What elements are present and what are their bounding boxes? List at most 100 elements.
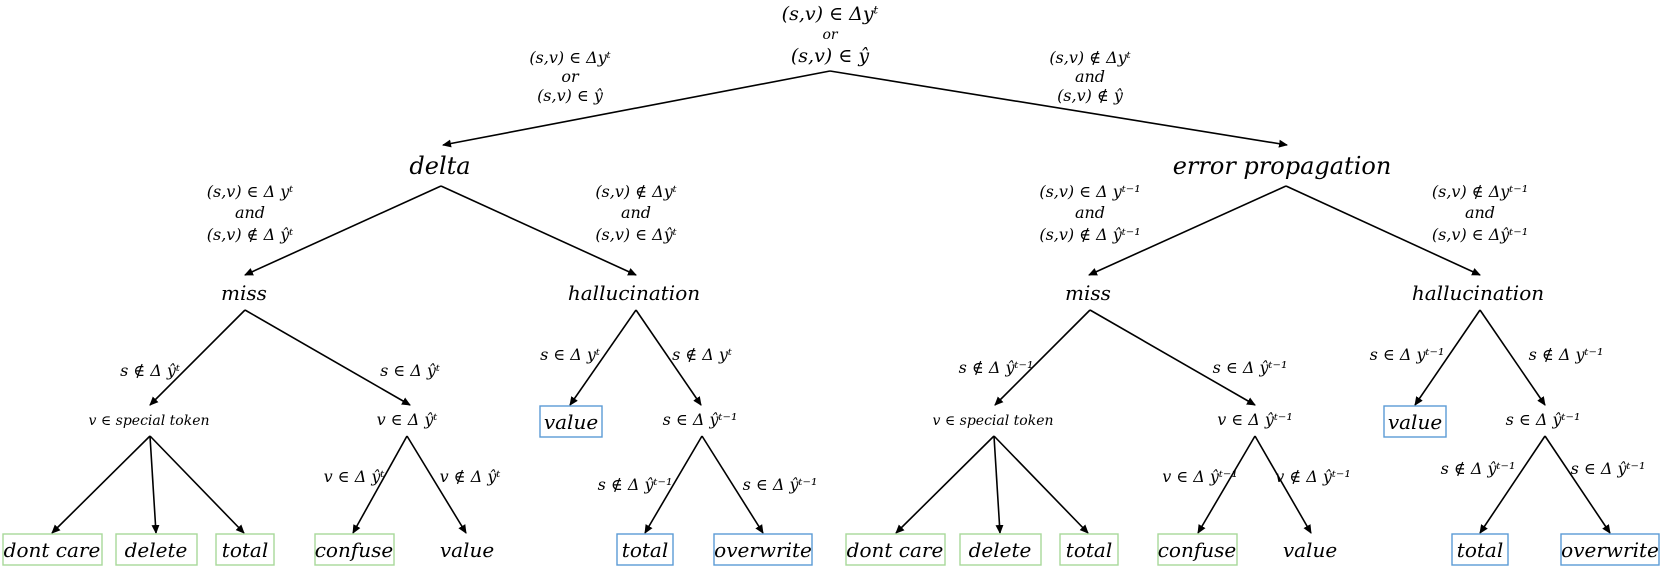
delta-leaf-total: total	[222, 538, 268, 562]
edge-delta-miss-cond	[244, 309, 411, 406]
root-edge-right-label: (s,v) ∉ Δyᵗ and (s,v) ∉ ŷ	[1049, 48, 1130, 105]
error-edge-right-label: (s,v) ∉ Δyᵗ⁻¹ and (s,v) ∈ Δŷᵗ⁻¹	[1432, 182, 1528, 244]
svg-text:and: and	[1075, 67, 1105, 86]
edge-error-cond-confuse	[1197, 435, 1256, 534]
error-leaf-value: value	[1283, 538, 1337, 562]
error-leaf-confuse-box	[1157, 533, 1238, 566]
error-hall-edge-right-label: s ∉ Δ yᵗ⁻¹	[1529, 345, 1604, 364]
edge-delta-hall-cond	[635, 309, 702, 406]
delta-hall-cond-edge-right-label: s ∈ Δ ŷᵗ⁻¹	[743, 475, 818, 494]
edge-error-special-total	[993, 435, 1089, 534]
edge-error-hall-value	[1414, 309, 1481, 406]
svg-text:(s,v) ∉ Δ ŷᵗ: (s,v) ∉ Δ ŷᵗ	[207, 225, 294, 244]
edge-delta-hall-overwrite	[701, 435, 764, 534]
error-miss-cond-node: v ∈ Δ ŷᵗ⁻¹	[1217, 410, 1293, 429]
delta-hall-leaf-total: total	[622, 538, 668, 562]
delta-hallucination-node: hallucination	[568, 281, 700, 305]
error-edge-left-label: (s,v) ∈ Δ yᵗ⁻¹ and (s,v) ∉ Δ ŷᵗ⁻¹	[1039, 182, 1140, 244]
svg-text:(s,v) ∈ Δŷᵗ⁻¹: (s,v) ∈ Δŷᵗ⁻¹	[1432, 225, 1528, 244]
svg-text:(s,v) ∈ ŷ: (s,v) ∈ ŷ	[537, 86, 604, 105]
edge-delta-hall-total	[644, 435, 703, 534]
error-hall-cond-edge-left-label: s ∉ Δ ŷᵗ⁻¹	[1441, 459, 1516, 478]
edge-root-error	[829, 70, 1288, 148]
delta-hall-cond-node: s ∈ Δ ŷᵗ⁻¹	[663, 410, 738, 429]
edge-delta-miss	[244, 185, 442, 276]
edge-delta-hallucination	[440, 185, 637, 276]
edge-delta-special-delete	[149, 435, 160, 534]
svg-text:(s,v) ∉ Δyᵗ: (s,v) ∉ Δyᵗ	[1049, 48, 1130, 67]
edge-root-delta	[442, 70, 831, 148]
error-hall-leaf-total-box	[1451, 533, 1509, 566]
edge-error-special-delete	[993, 435, 1004, 534]
root-line2: or	[822, 27, 838, 43]
edge-error-hall-overwrite	[1544, 435, 1611, 534]
error-hall-leaf-overwrite-box	[1560, 533, 1660, 566]
delta-miss-cond-node: v ∈ Δ ŷᵗ	[377, 410, 438, 429]
delta-leaf-dontcare: dont care	[4, 538, 101, 562]
edge-delta-hall-value	[569, 309, 637, 406]
edge-delta-cond-confuse	[352, 435, 408, 534]
error-special-token-node: v ∈ special token	[932, 413, 1053, 429]
svg-text:(s,v) ∈ Δŷᵗ: (s,v) ∈ Δŷᵗ	[595, 225, 676, 244]
error-miss-edge-left-label: s ∉ Δ ŷᵗ⁻¹	[959, 358, 1034, 377]
root-line3: (s,v) ∈ ŷ	[791, 45, 869, 67]
error-hall-edge-left-label: s ∈ Δ yᵗ⁻¹	[1370, 345, 1445, 364]
root-node: (s,v) ∈ Δyᵗ or (s,v) ∈ ŷ	[782, 3, 879, 67]
delta-hall-leaf-value-box	[539, 405, 603, 438]
delta-miss-edge-left-label: s ∉ Δ ŷᵗ	[120, 361, 180, 380]
svg-text:(s,v) ∈ Δ yᵗ⁻¹: (s,v) ∈ Δ yᵗ⁻¹	[1039, 182, 1140, 201]
error-miss-edge-right-label: s ∈ Δ ŷᵗ⁻¹	[1213, 358, 1288, 377]
error-leaf-delete-box	[959, 533, 1042, 566]
delta-leaf-delete-box	[115, 533, 198, 566]
delta-leaf-dontcare-box	[2, 533, 103, 566]
error-propagation-node: error propagation	[1173, 152, 1392, 180]
error-leaf-confuse: confuse	[1158, 538, 1237, 562]
svg-text:or: or	[561, 67, 580, 86]
delta-special-token-node: v ∈ special token	[88, 413, 209, 429]
error-cond-edge-left-label: v ∈ Δ ŷᵗ⁻¹	[1162, 467, 1238, 486]
delta-hall-leaf-overwrite-box	[713, 533, 813, 566]
svg-text:(s,v) ∉ Δ ŷᵗ⁻¹: (s,v) ∉ Δ ŷᵗ⁻¹	[1039, 225, 1140, 244]
edge-delta-special-dontcare	[51, 435, 151, 534]
error-hall-cond-edge-right-label: s ∈ Δ ŷᵗ⁻¹	[1571, 459, 1646, 478]
delta-miss-edge-right-label: s ∈ Δ ŷᵗ	[380, 361, 440, 380]
delta-hall-edge-left-label: s ∈ Δ yᵗ	[540, 345, 600, 364]
edge-error-special-dontcare	[895, 435, 995, 534]
error-cond-edge-right-label: v ∉ Δ ŷᵗ⁻¹	[1275, 467, 1351, 486]
delta-hall-cond-edge-left-label: s ∉ Δ ŷᵗ⁻¹	[598, 475, 673, 494]
delta-cond-edge-right-label: v ∉ Δ ŷᵗ	[440, 467, 501, 486]
delta-leaf-confuse: confuse	[315, 538, 394, 562]
svg-text:and: and	[1465, 203, 1495, 222]
delta-hall-leaf-value: value	[544, 410, 598, 434]
edge-error-miss	[1088, 185, 1287, 276]
edge-error-cond-value	[1254, 435, 1312, 534]
error-miss-node: miss	[1065, 281, 1111, 305]
delta-leaf-total-box	[215, 533, 275, 566]
delta-leaf-value: value	[440, 538, 494, 562]
delta-hall-leaf-overwrite: overwrite	[714, 538, 812, 562]
error-hallucination-node: hallucination	[1412, 281, 1544, 305]
error-leaf-dontcare: dont care	[847, 538, 944, 562]
svg-text:and: and	[1075, 203, 1105, 222]
delta-node: delta	[409, 152, 470, 180]
error-leaf-total-box	[1059, 533, 1119, 566]
edge-error-hall-cond	[1479, 309, 1546, 406]
svg-text:and: and	[621, 203, 651, 222]
svg-text:(s,v) ∈ Δ yᵗ: (s,v) ∈ Δ yᵗ	[207, 182, 294, 201]
error-hall-leaf-value-box	[1383, 405, 1447, 438]
delta-leaf-confuse-box	[314, 533, 395, 566]
svg-text:(s,v) ∉ Δyᵗ⁻¹: (s,v) ∉ Δyᵗ⁻¹	[1432, 182, 1528, 201]
delta-hall-leaf-total-box	[616, 533, 674, 566]
edge-error-hallucination	[1285, 185, 1481, 276]
error-hall-leaf-value: value	[1388, 410, 1442, 434]
error-leaf-delete: delete	[969, 538, 1032, 562]
root-edge-left-label: (s,v) ∈ Δyᵗ or (s,v) ∈ ŷ	[529, 48, 610, 105]
svg-text:(s,v) ∉ ŷ: (s,v) ∉ ŷ	[1057, 86, 1124, 105]
svg-text:and: and	[235, 203, 265, 222]
error-leaf-total: total	[1066, 538, 1112, 562]
error-leaf-dontcare-box	[845, 533, 946, 566]
edge-error-hall-total	[1479, 435, 1546, 534]
delta-edge-right-label: (s,v) ∉ Δyᵗ and (s,v) ∈ Δŷᵗ	[595, 182, 676, 244]
delta-edge-left-label: (s,v) ∈ Δ yᵗ and (s,v) ∉ Δ ŷᵗ	[207, 182, 294, 244]
